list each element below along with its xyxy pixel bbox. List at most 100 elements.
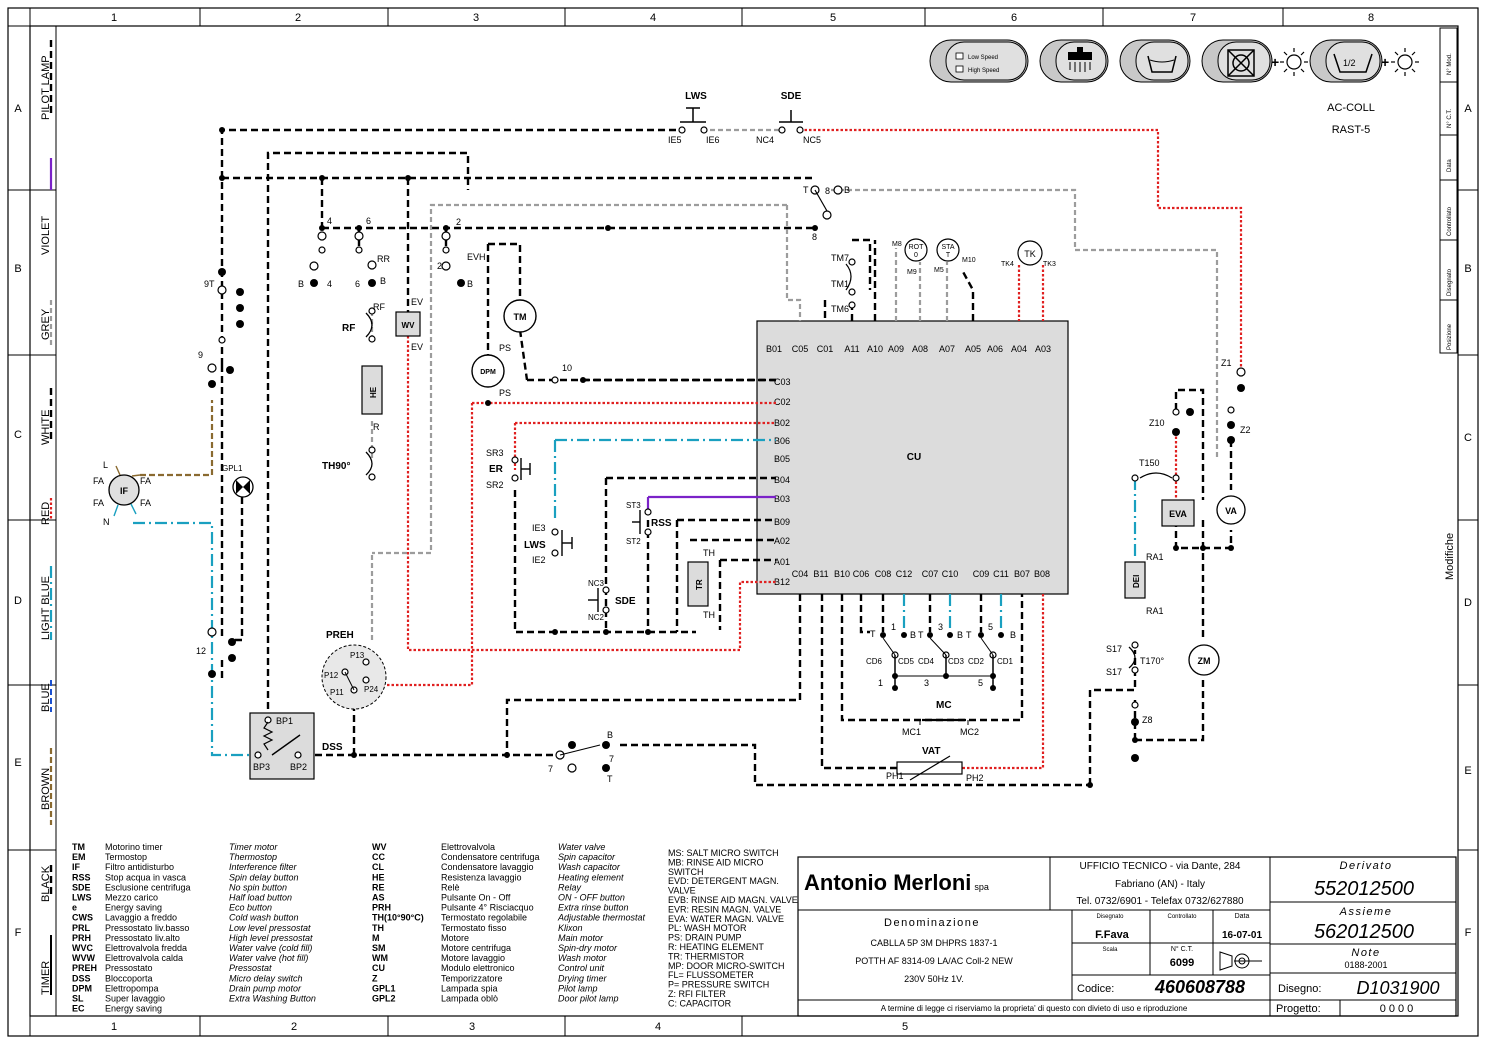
legend-english: Wash motor bbox=[558, 953, 607, 963]
cd4-label: CD4 bbox=[918, 657, 935, 666]
legend-english: Main motor bbox=[558, 933, 604, 943]
tub-icon bbox=[1147, 55, 1177, 73]
evh-label: EVH bbox=[467, 252, 486, 262]
legend-abbreviation: EVA: WATER MAGN. VALVE bbox=[668, 914, 784, 924]
shower-icon bbox=[1068, 47, 1092, 72]
sr2-label: SR2 bbox=[486, 480, 504, 490]
legend-code: GPL2 bbox=[372, 994, 396, 1004]
legend-italian: Condensatore centrifuga bbox=[441, 852, 540, 862]
strip-posizione: Posizione bbox=[1447, 323, 1453, 350]
legend-italian: Motorino timer bbox=[105, 842, 163, 852]
lamp-icon-1 bbox=[1280, 48, 1308, 76]
model-line-2: RAST-5 bbox=[1332, 124, 1371, 136]
switch-8: T B 8 8 bbox=[803, 185, 850, 242]
m9-label: M9 bbox=[907, 269, 917, 276]
legend-english: Spin delay button bbox=[229, 872, 299, 882]
lamp-icon-2 bbox=[1391, 48, 1419, 76]
col-label-2: 2 bbox=[295, 12, 301, 24]
tr-label: TR bbox=[695, 579, 704, 590]
legend-code: DPM bbox=[72, 983, 92, 993]
cu-pin-b07: B07 bbox=[1014, 569, 1030, 579]
cu-pin-c07: C07 bbox=[922, 569, 939, 579]
rf-top-label: RF bbox=[373, 302, 385, 312]
legend-code: CC bbox=[372, 852, 385, 862]
cu-label: CU bbox=[907, 452, 921, 463]
p13-label: P13 bbox=[350, 651, 365, 660]
fa-right-bottom-label: FA bbox=[140, 498, 151, 508]
nct-value: 6099 bbox=[1170, 957, 1194, 969]
wire-red-label: RED bbox=[40, 502, 52, 525]
ph1-label: PH1 bbox=[886, 771, 904, 781]
row-label-e-right: E bbox=[1464, 765, 1471, 777]
legend-abbreviation: FL= FLUSSOMETER bbox=[668, 970, 754, 980]
lws-top-label: LWS bbox=[685, 91, 707, 102]
legend-english: Half load button bbox=[229, 893, 292, 903]
t150-label: T150 bbox=[1139, 458, 1160, 468]
legend-code: DSS bbox=[72, 973, 91, 983]
legend-english: Cold wash button bbox=[229, 913, 299, 923]
nct-label: N° C.T. bbox=[1171, 945, 1193, 953]
legend-english: Door pilot lamp bbox=[558, 994, 619, 1004]
row-label-f-right: F bbox=[1465, 927, 1472, 939]
legend-english: Extra Washing Button bbox=[229, 994, 316, 1004]
th-top-label: TH bbox=[703, 548, 715, 558]
row-label-a-right: A bbox=[1464, 103, 1472, 115]
sw6-num-label: 6 bbox=[366, 216, 371, 226]
footer-note: A termine di legge ci riserviamo la prop… bbox=[881, 1004, 1188, 1013]
codice-value: 460608788 bbox=[1154, 977, 1245, 997]
sr3-label: SR3 bbox=[486, 448, 504, 458]
row-label-d: D bbox=[14, 595, 22, 607]
junction-10: 10 bbox=[551, 363, 572, 384]
legend-english: Timer motor bbox=[229, 842, 278, 852]
city-line: Fabriano (AN) - Italy bbox=[1115, 879, 1205, 890]
ps-bottom-label: PS bbox=[499, 388, 511, 398]
wire-blue-label: BLUE bbox=[40, 683, 52, 712]
legend-english: Water valve (hot fill) bbox=[229, 953, 308, 963]
vat-label: VAT bbox=[922, 746, 941, 757]
legend-english: Heating element bbox=[558, 872, 624, 882]
cd2-label: CD2 bbox=[968, 657, 985, 666]
legend-abbreviation: TR: THERMISTOR bbox=[668, 951, 745, 961]
tk-label: TK bbox=[1024, 249, 1036, 259]
legend-english: Drain pump motor bbox=[229, 983, 302, 993]
bp3-label: BP3 bbox=[253, 762, 270, 772]
plus-sign-2: + bbox=[1381, 54, 1389, 70]
cd-switches: T 1 B T 3 B T 5 B CD6 CD5 CD4 CD3 CD2 CD… bbox=[866, 622, 1016, 688]
legend-italian: Super lavaggio bbox=[105, 994, 165, 1004]
row-label-b-right: B bbox=[1464, 263, 1471, 275]
wire-light-blue-label: LIGHT BLUE bbox=[40, 576, 52, 640]
cu-pin-c08: C08 bbox=[875, 569, 892, 579]
cu-pin-a05: A05 bbox=[965, 344, 981, 354]
revision-strip: N° Mod. N° C.T. Data Controllato Disegna… bbox=[1439, 27, 1458, 580]
sw8-b-label: B bbox=[844, 185, 850, 195]
legend-italian: Motore centrifuga bbox=[441, 943, 511, 953]
legend-code: PRL bbox=[72, 923, 91, 933]
wire-color-legend: PILOT LAMP VIOLET GREY WHITE RED LIGHT B… bbox=[30, 26, 57, 1016]
switch-z8: Z8 bbox=[1131, 701, 1153, 762]
col-label-4: 4 bbox=[650, 12, 656, 24]
legend-english: Interference filter bbox=[229, 862, 298, 872]
rot-sensor: ROT 0 M8 M9 bbox=[892, 238, 928, 276]
legend-code: GPL1 bbox=[372, 983, 396, 993]
lws-button: IE3 LWS IE2 bbox=[524, 523, 573, 565]
legend-italian: Modulo elettronico bbox=[441, 963, 515, 973]
legend-abbreviation: R: HEATING ELEMENT bbox=[668, 942, 764, 952]
cu-pin-c02: C02 bbox=[774, 397, 791, 407]
legend-english: Spin-dry motor bbox=[558, 943, 618, 953]
cu-pin-a09: A09 bbox=[888, 344, 904, 354]
legend-abbreviation: P= PRESSURE SWITCH bbox=[668, 980, 769, 990]
bp2-label: BP2 bbox=[290, 762, 307, 772]
water-valve: WV EV EV bbox=[395, 297, 423, 352]
nc3-label: NC3 bbox=[588, 579, 605, 588]
assieme-value: 562012500 bbox=[1314, 921, 1414, 943]
row-label-f: F bbox=[15, 927, 22, 939]
legend-italian: Elettrovalvola fredda bbox=[105, 943, 187, 953]
cd-bottom-1-label: 1 bbox=[878, 678, 883, 688]
legend-code: WVW bbox=[72, 953, 95, 963]
model-line-1: AC-COLL bbox=[1327, 102, 1375, 114]
ten-label: 10 bbox=[562, 363, 572, 373]
legend-italian: Esclusione centrifuga bbox=[105, 882, 191, 892]
legend-abbreviation: EVD: DETERGENT MAGN. bbox=[668, 876, 779, 886]
cu-pin-b11: B11 bbox=[813, 569, 828, 579]
data-value: 16-07-01 bbox=[1222, 930, 1262, 941]
